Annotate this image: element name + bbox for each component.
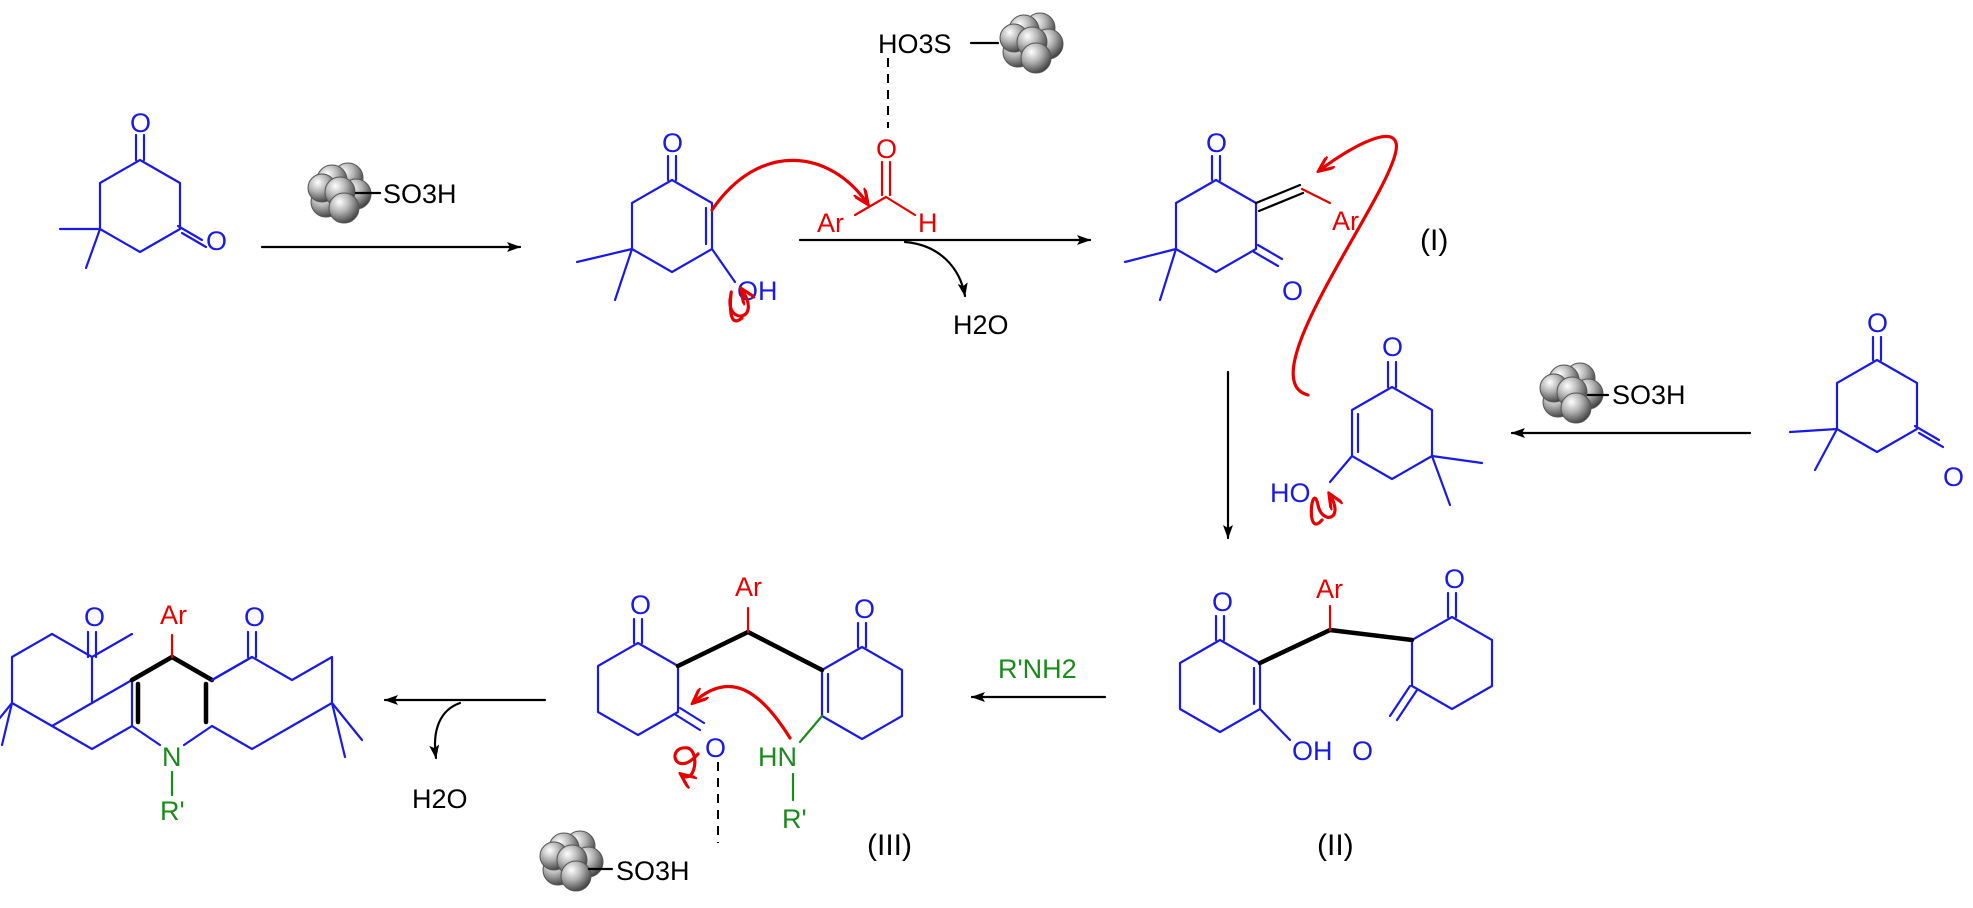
acridinedione-product: O N R' Ar O: [0, 600, 364, 826]
intermediate-II-label: (II): [1317, 829, 1354, 862]
catalyst-sphere-icon: [539, 830, 604, 892]
atom-o: O: [854, 594, 875, 624]
atom-o: O: [206, 226, 227, 256]
catalyst-acid-label: SO3H: [1612, 380, 1686, 410]
atom-o: O: [130, 108, 151, 138]
enol-tautomer: O OH: [575, 128, 778, 306]
atom-o: O: [630, 590, 651, 620]
electron-push-arrow: [694, 684, 792, 740]
atom-o: O: [1212, 587, 1233, 617]
amine-nh-label: HN: [758, 742, 797, 772]
aldehyde-activated: HO3S O Ar H: [817, 12, 1064, 238]
catalyst-acid-label: SO3H: [383, 179, 457, 209]
amine-substituent-label: R': [160, 796, 185, 826]
dimedone-reactant-left: O O: [58, 108, 227, 270]
atom-o: O: [1382, 332, 1403, 362]
water-label: H2O: [953, 310, 1009, 340]
activated-ketone-oxygen: O: [705, 733, 726, 763]
catalyst-sphere-icon: [1539, 362, 1604, 424]
atom-o: O: [84, 602, 105, 632]
aryl-label: Ar: [1332, 206, 1359, 236]
amine-substituent-label: R': [782, 804, 807, 834]
aryl-label: Ar: [160, 600, 187, 630]
atom-o: O: [662, 128, 683, 158]
dimedone-reactant-right: O O: [1788, 308, 1964, 492]
electron-push-arrow: [728, 290, 748, 323]
aldehyde-oxygen: O: [876, 134, 897, 164]
intermediate-III-label: (III): [867, 829, 912, 862]
intermediate-II-michael-adduct: O OH O O Ar: [1178, 564, 1494, 766]
water-label: H2O: [412, 784, 468, 814]
atom-o: O: [244, 602, 265, 632]
product-nitrogen: N: [162, 742, 182, 772]
atom-o: O: [1444, 564, 1465, 594]
water-loss-arrow: [903, 240, 968, 298]
aryl-label: Ar: [1316, 574, 1343, 604]
atom-o: O: [1206, 128, 1227, 158]
hydroxyl-label: HO: [1270, 478, 1311, 508]
aryl-label: Ar: [735, 572, 762, 602]
catalyst-acid-reversed-label: HO3S: [878, 29, 952, 59]
electron-push-arrow: [1309, 495, 1335, 526]
atom-o: O: [1943, 462, 1964, 492]
intermediate-I-knoevenagel-product: O O Ar: [1123, 128, 1359, 306]
intermediate-III-enamine: O O O HN R' Ar: [596, 572, 904, 843]
intermediate-I-label: (I): [1420, 224, 1448, 257]
atom-o: O: [1867, 308, 1888, 338]
electron-push-arrow: [673, 746, 700, 777]
aryl-label: Ar: [817, 208, 844, 238]
amine-reagent-label: R'NH2: [998, 654, 1077, 684]
electron-push-arrow: [1291, 135, 1398, 397]
water-loss-arrow: [429, 701, 462, 760]
hydroxyl-label: OH: [1292, 736, 1333, 766]
catalyst-acid-label: SO3H: [616, 856, 690, 886]
aldehyde-hydrogen: H: [918, 208, 938, 238]
electron-push-arrow: [710, 158, 867, 212]
ketone-oxygen: O: [1352, 736, 1373, 766]
second-enol: O HO: [1270, 332, 1484, 508]
atom-o: O: [1282, 276, 1303, 306]
